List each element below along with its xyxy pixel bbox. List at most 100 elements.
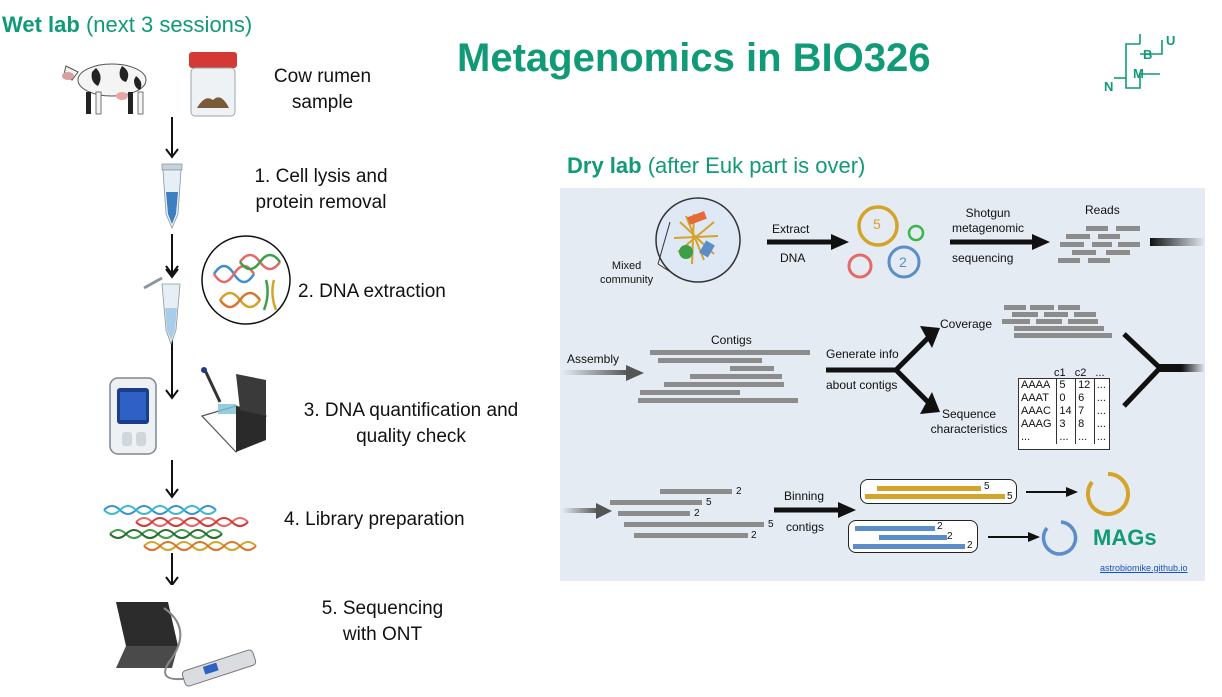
contig [610, 500, 702, 505]
read [1106, 250, 1130, 255]
mag-genome-gold-icon [1086, 472, 1130, 516]
table-row: ............ [1019, 431, 1109, 444]
wet-lab-heading: Wet lab (next 3 sessions) [2, 12, 252, 38]
sequencing-arrow [950, 234, 1050, 250]
read [1060, 242, 1084, 247]
row2-merge-lines [1122, 332, 1205, 408]
contig [660, 489, 732, 494]
reads-cluster [1056, 222, 1146, 266]
read [1116, 226, 1140, 231]
step-1-line1: 1. Cell lysis and [254, 166, 388, 187]
sample-label: Cow rumen sample [250, 64, 395, 116]
shotgun-label: Shotgun metagenomic [938, 206, 1038, 236]
bin2-arrow [988, 532, 1040, 542]
mixed-community-label: Mixed community [600, 259, 653, 287]
contig [658, 358, 762, 363]
sample-label-line2: sample [291, 92, 354, 113]
step-2-label: 2. DNA extraction [298, 279, 468, 305]
read [1036, 319, 1062, 324]
logo-letter-m: M [1133, 66, 1144, 81]
table-cell: AAAC [1019, 405, 1058, 418]
spectrophotometer-icon [200, 367, 268, 453]
seqchar-line1: Sequence [941, 407, 997, 421]
read [1086, 226, 1108, 231]
table-header-c1: c1 [1054, 367, 1066, 379]
table-header-c2: c2 [1074, 367, 1087, 379]
bin2-label: 2 [947, 531, 953, 542]
step-3-line2: quality check [356, 426, 466, 447]
table-cell: 0 [1056, 392, 1077, 405]
table-cell: 3 [1056, 418, 1077, 431]
step-5-line2: with ONT [342, 624, 423, 645]
credit-link[interactable]: astrobiomike.github.io [1100, 563, 1188, 573]
table-cell: ... [1096, 379, 1106, 391]
contigs-label: Contigs [711, 333, 752, 347]
wet-lab-heading-bold: Wet lab [2, 12, 80, 37]
bin1-label: 5 [984, 481, 990, 492]
binning-arrow [774, 502, 856, 518]
assembly-arrow [562, 365, 644, 381]
row3-input-arrow [562, 503, 612, 519]
bin2-label: 2 [967, 540, 973, 551]
dna-zoom-icon [201, 235, 291, 325]
bin-1 [860, 479, 1017, 504]
contig-coverage-label: 5 [768, 519, 774, 530]
read [1030, 305, 1054, 310]
circle-2-label: 2 [899, 254, 907, 270]
step-5-line1: 5. Sequencing [321, 598, 444, 619]
bin-contig [853, 544, 965, 549]
contig-coverage-label: 2 [694, 508, 700, 519]
unbinned-contigs [608, 487, 788, 547]
sequencing-label: sequencing [952, 251, 1014, 265]
mixed-community-icon [655, 197, 741, 283]
contig [690, 374, 782, 379]
circle-5-label: 5 [873, 216, 881, 232]
step-1-label: 1. Cell lysis and protein removal [226, 164, 416, 216]
read [1074, 312, 1096, 317]
read [1002, 319, 1030, 324]
contig [638, 398, 798, 403]
contig [664, 382, 784, 387]
genome-circles-icon [847, 205, 925, 279]
read [1092, 242, 1112, 247]
step-4-label: 4. Library preparation [284, 507, 494, 533]
table-header: c1 c2 ... [1054, 367, 1105, 379]
ont-sequencer-icon [116, 602, 257, 687]
wet-lab-heading-rest: (next 3 sessions) [85, 12, 253, 37]
extract-arrow [767, 234, 849, 250]
dry-lab-heading-rest: (after Euk part is over) [647, 153, 866, 178]
contig [618, 511, 690, 516]
reads-label: Reads [1085, 203, 1120, 217]
contig [640, 390, 740, 395]
read [1004, 305, 1026, 310]
step-4-line1: 4. Library preparation [284, 509, 465, 530]
step-2-line1: 2. DNA extraction [298, 281, 446, 302]
bin-contig [879, 535, 947, 540]
table-cell: ... [1096, 431, 1106, 443]
table-cell: 6 [1075, 392, 1095, 405]
mag-genome-blue-icon [1041, 520, 1078, 556]
sequence-characteristics-label: Sequence characteristics [928, 407, 1010, 437]
fluorometer-icon [109, 377, 157, 455]
read [1012, 312, 1038, 317]
table-cell: ... [1019, 431, 1058, 444]
step-1-line2: protein removal [255, 192, 387, 213]
tube-icon [161, 163, 183, 230]
cow-icon [62, 63, 147, 115]
table-cell: 12 [1075, 379, 1095, 392]
table-cell: AAAG [1019, 418, 1058, 431]
branch-arrow [826, 326, 940, 414]
assembly-label: Assembly [567, 352, 620, 366]
read [1014, 326, 1104, 331]
generate-info-line1: Generate info [826, 347, 899, 361]
read [1014, 333, 1112, 338]
contig-coverage-label: 2 [751, 530, 757, 541]
nmbu-logo: B U M N [1104, 33, 1175, 94]
table-header-more: ... [1095, 367, 1105, 379]
table-cell: 8 [1075, 418, 1095, 431]
mixed-community-line2: community [600, 274, 654, 286]
